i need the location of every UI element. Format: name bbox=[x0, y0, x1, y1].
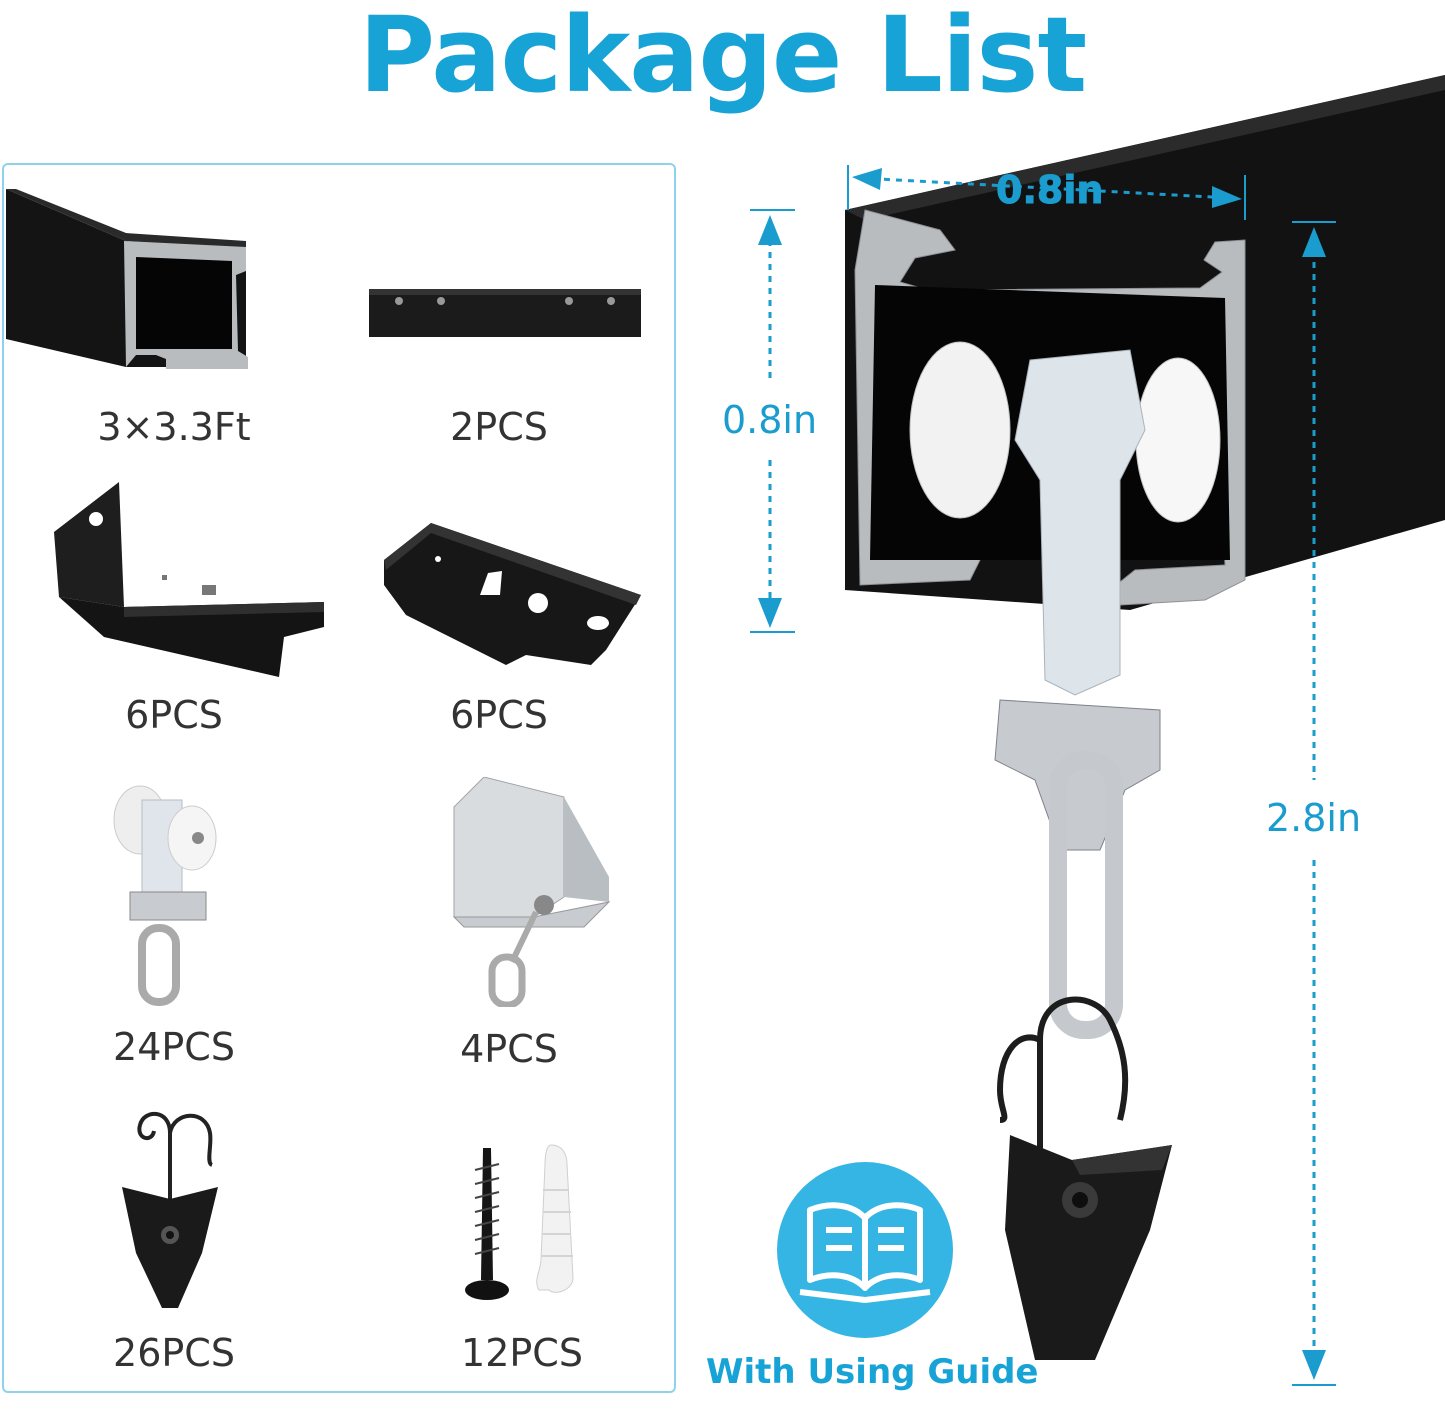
total-height-dimension-label: 2.8in bbox=[1266, 796, 1362, 840]
track-rail-image bbox=[6, 189, 256, 374]
roller-glider-qty: 24PCS bbox=[113, 1025, 235, 1069]
package-panel: 3×3.3Ft 2PCS 6PCS bbox=[2, 163, 676, 1393]
track-rail-qty: 3×3.3Ft bbox=[97, 405, 251, 449]
screw-anchor-image bbox=[459, 1140, 609, 1310]
wall-bracket-image bbox=[44, 477, 334, 687]
page-title: Package List bbox=[358, 0, 1087, 116]
screw-anchor-qty: 12PCS bbox=[461, 1331, 583, 1375]
wall-bracket-qty: 6PCS bbox=[125, 693, 223, 737]
end-stopper-image bbox=[444, 777, 614, 1007]
connector-plate-qty: 2PCS bbox=[450, 405, 548, 449]
hook-clip-image bbox=[114, 1103, 224, 1313]
connector-plate-image bbox=[349, 277, 649, 347]
guide-label: With Using Guide bbox=[706, 1352, 1039, 1392]
ceiling-bracket-qty: 6PCS bbox=[450, 693, 548, 737]
hook-clip-qty: 26PCS bbox=[113, 1331, 235, 1375]
height-dimension-label: 0.8in bbox=[722, 398, 818, 442]
ceiling-bracket-image bbox=[376, 515, 646, 675]
width-dimension-label: 0.8in bbox=[995, 168, 1104, 213]
track-detail-illustration bbox=[750, 75, 1445, 1386]
roller-glider-image bbox=[102, 780, 222, 1010]
end-stopper-qty: 4PCS bbox=[460, 1027, 558, 1071]
